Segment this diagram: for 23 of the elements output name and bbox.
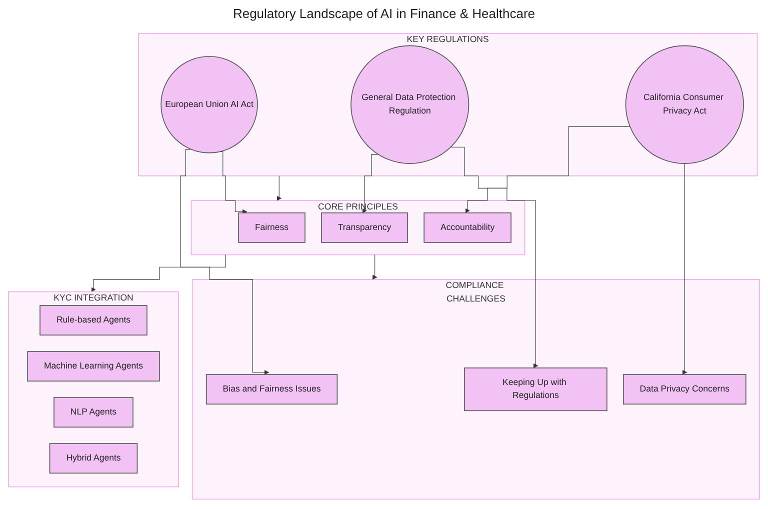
- node-box: Transparency: [321, 212, 408, 243]
- arrow: [220, 151, 248, 214]
- node-circle: European Union AI Act: [160, 56, 258, 153]
- diagram-title: Regulatory Landscape of AI in Finance & Healthcare: [232, 6, 536, 21]
- node-box: Accountability: [424, 212, 512, 243]
- node-box: Keeping Up with Regulations: [464, 367, 608, 411]
- node-box: Rule-based Agents: [40, 304, 148, 336]
- node-box: Fairness: [238, 212, 306, 243]
- node-box: Machine Learning Agents: [27, 350, 160, 382]
- node-box: Data Privacy Concerns: [622, 374, 746, 404]
- arrow: [362, 154, 379, 213]
- arrow: [91, 254, 226, 292]
- arrow: [465, 126, 630, 213]
- arrow: [180, 148, 270, 375]
- arrow: [450, 146, 538, 368]
- node-box: Bias and Fairness Issues: [206, 374, 338, 404]
- node-box: NLP Agents: [54, 396, 134, 428]
- arrow: [276, 175, 282, 200]
- node-circle: California Consumer Privacy Act: [625, 45, 744, 164]
- arrow: [682, 162, 688, 374]
- arrow: [372, 254, 378, 280]
- node-circle: General Data Protection Regulation: [350, 45, 470, 164]
- node-box: Hybrid Agents: [49, 442, 138, 474]
